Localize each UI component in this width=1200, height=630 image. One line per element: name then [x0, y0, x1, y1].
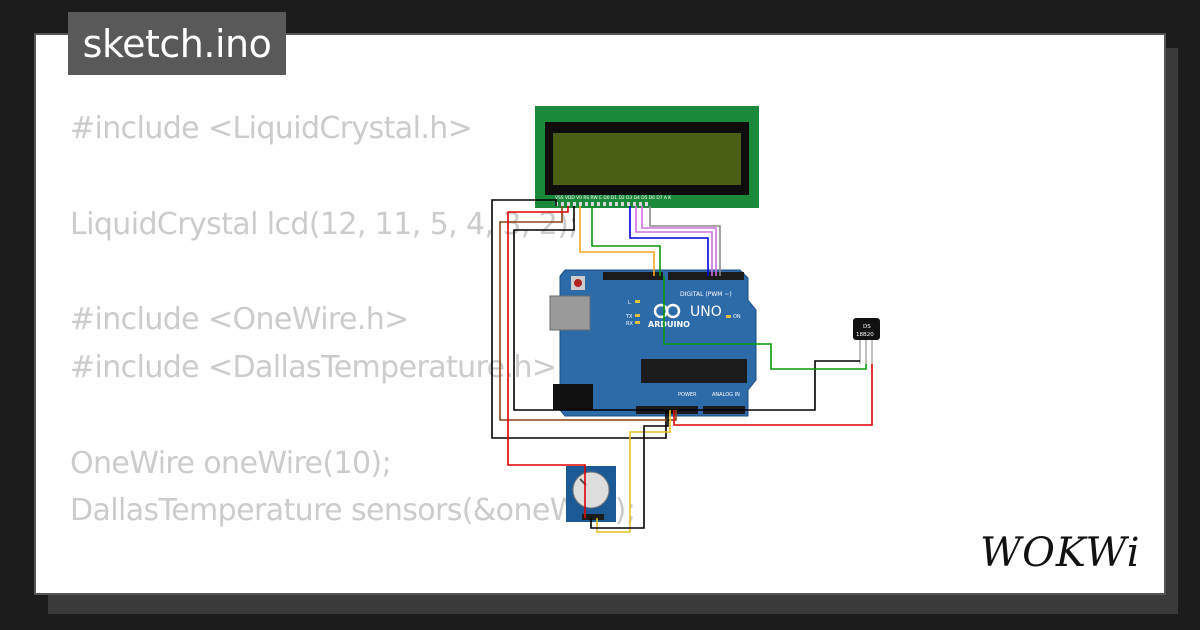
wire-lcd-rs	[579, 206, 655, 276]
sensor-label-line1: DS	[863, 324, 871, 330]
sensor-body	[853, 318, 880, 340]
digital-header-left	[603, 272, 663, 280]
wire-pot-wiper	[596, 410, 671, 533]
code-line: #include <LiquidCrystal.h>	[70, 111, 473, 146]
led-label-l: L	[628, 300, 631, 306]
ds18b20-sensor[interactable]: DS 18B20	[853, 318, 880, 364]
wire-lcd-vss-gnd	[491, 199, 667, 439]
wire-lcd-d5	[635, 206, 713, 276]
wire-5v-pot	[507, 206, 586, 518]
wire-lcd-d6	[641, 206, 717, 276]
wires	[491, 199, 873, 533]
arduino-logo	[653, 303, 681, 319]
arduino-uno-board[interactable]: DIGITAL (PWM ~) ARDUINO UNO L TX RX ON P…	[549, 269, 757, 417]
wire-lcd-d7	[649, 206, 721, 276]
digital-header-right	[668, 272, 744, 280]
code-line: #include <DallasTemperature.h>	[70, 349, 557, 385]
wire-lcd-d4	[629, 206, 709, 276]
lcd-screen	[553, 133, 741, 185]
wire-gnd-sensor	[513, 206, 860, 411]
uno-label: UNO	[690, 304, 722, 320]
wokwi-logo-text: WOKWi	[980, 530, 1141, 576]
lcd-pins	[555, 202, 648, 206]
lcd-pin-labels: VSS VDD V0 RS RW E D0 D1 D2 D3 D4 D5 D6 …	[555, 195, 671, 201]
sensor-label-line2: 18B20	[856, 332, 874, 338]
power-header-label: POWER	[678, 392, 697, 398]
usb-connector	[549, 295, 591, 331]
led-label-tx: TX	[625, 314, 633, 320]
wokwi-logo: WOKWi	[980, 530, 1141, 576]
lcd-display[interactable]: VSS VDD V0 RS RW E D0 D1 D2 D3 D4 D5 D6 …	[535, 106, 759, 208]
led-label-rx: RX	[626, 321, 633, 327]
atmega-chip	[641, 359, 747, 383]
pot-knob[interactable]	[572, 471, 610, 509]
wire-lcd-contrast	[499, 206, 677, 421]
code-line: LiquidCrystal lcd(12, 11, 5, 4, 3, 2);	[70, 206, 578, 242]
reset-button-cap	[574, 279, 582, 287]
status-leds	[635, 300, 731, 324]
code-line: OneWire oneWire(10);	[70, 445, 392, 481]
wire-lcd-e	[591, 206, 661, 276]
wire-5v-sensor	[673, 364, 873, 426]
code-preview: #include <LiquidCrystal.h> LiquidCrystal …	[70, 105, 636, 593]
code-line: #include <OneWire.h>	[70, 302, 409, 338]
wire-sensor-data	[663, 276, 867, 370]
sensor-legs	[859, 340, 873, 364]
wire-pot-gnd	[590, 410, 669, 529]
power-jack	[553, 384, 593, 410]
file-name-label: sketch.ino	[68, 12, 286, 75]
pot-pins	[582, 514, 604, 520]
analog-header-label: ANALOG IN	[712, 392, 740, 398]
arduino-label: ARDUINO	[648, 320, 690, 329]
on-led-label: ON	[733, 314, 741, 320]
code-line: void setup() {	[70, 583, 635, 593]
digital-header-label: DIGITAL (PWM ~)	[680, 291, 732, 298]
potentiometer[interactable]	[566, 466, 616, 522]
